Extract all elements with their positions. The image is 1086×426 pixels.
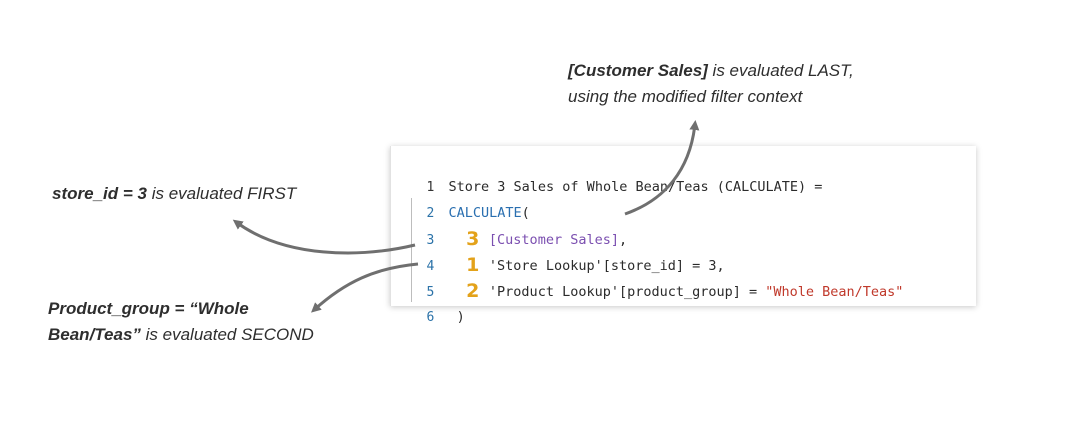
arrow-first xyxy=(232,219,416,255)
open-paren: ( xyxy=(521,205,530,221)
annotation-second-bold1: Product_group = “Whole xyxy=(48,299,249,318)
line-number: 6 xyxy=(426,310,435,325)
order-marker-3: 3 xyxy=(466,228,480,250)
annotation-second-bold2: Bean/Teas” xyxy=(48,325,141,344)
code-line-2: 2 CALCULATE( xyxy=(391,174,530,221)
annotation-second: Product_group = “Whole Bean/Teas” is eva… xyxy=(48,296,378,348)
order-marker-1: 1 xyxy=(466,254,480,276)
annotation-last-bold: [Customer Sales] xyxy=(568,61,708,80)
line-number: 3 xyxy=(426,233,435,248)
annotation-first: store_id = 3 is evaluated FIRST xyxy=(52,181,296,207)
code-line-4: 4 1 'Store Lookup'[store_id] = 3, xyxy=(391,226,725,276)
code-line-6: 6 ) xyxy=(391,278,465,325)
order-marker-2: 2 xyxy=(466,280,480,302)
code-line-5: 5 2 'Product Lookup'[product_group] = "W… xyxy=(391,252,904,302)
annotation-last: [Customer Sales] is evaluated LAST, usin… xyxy=(568,58,854,110)
product-group-string: "Whole Bean/Teas" xyxy=(765,284,904,300)
product-filter: 'Product Lookup'[product_group] = xyxy=(488,284,766,300)
annotation-second-rest: is evaluated SECOND xyxy=(140,325,314,344)
comma: , xyxy=(618,232,628,248)
line-number: 2 xyxy=(426,206,435,221)
close-paren: ) xyxy=(456,309,465,325)
store-filter: 'Store Lookup'[store_id] = 3, xyxy=(488,258,725,274)
line-number: 4 xyxy=(426,259,435,274)
line-number: 1 xyxy=(426,180,435,195)
annotation-last-rest: is evaluated LAST, xyxy=(707,61,854,80)
customer-sales-measure: [Customer Sales] xyxy=(488,232,619,248)
code-line-3: 3 3 [Customer Sales], xyxy=(391,200,628,250)
annotation-first-rest: is evaluated FIRST xyxy=(146,184,297,203)
calculate-keyword: CALCULATE xyxy=(448,205,522,221)
annotation-last-line2: using the modified filter context xyxy=(568,87,803,106)
line-number: 5 xyxy=(426,285,435,300)
annotation-first-bold: store_id = 3 xyxy=(52,184,147,203)
